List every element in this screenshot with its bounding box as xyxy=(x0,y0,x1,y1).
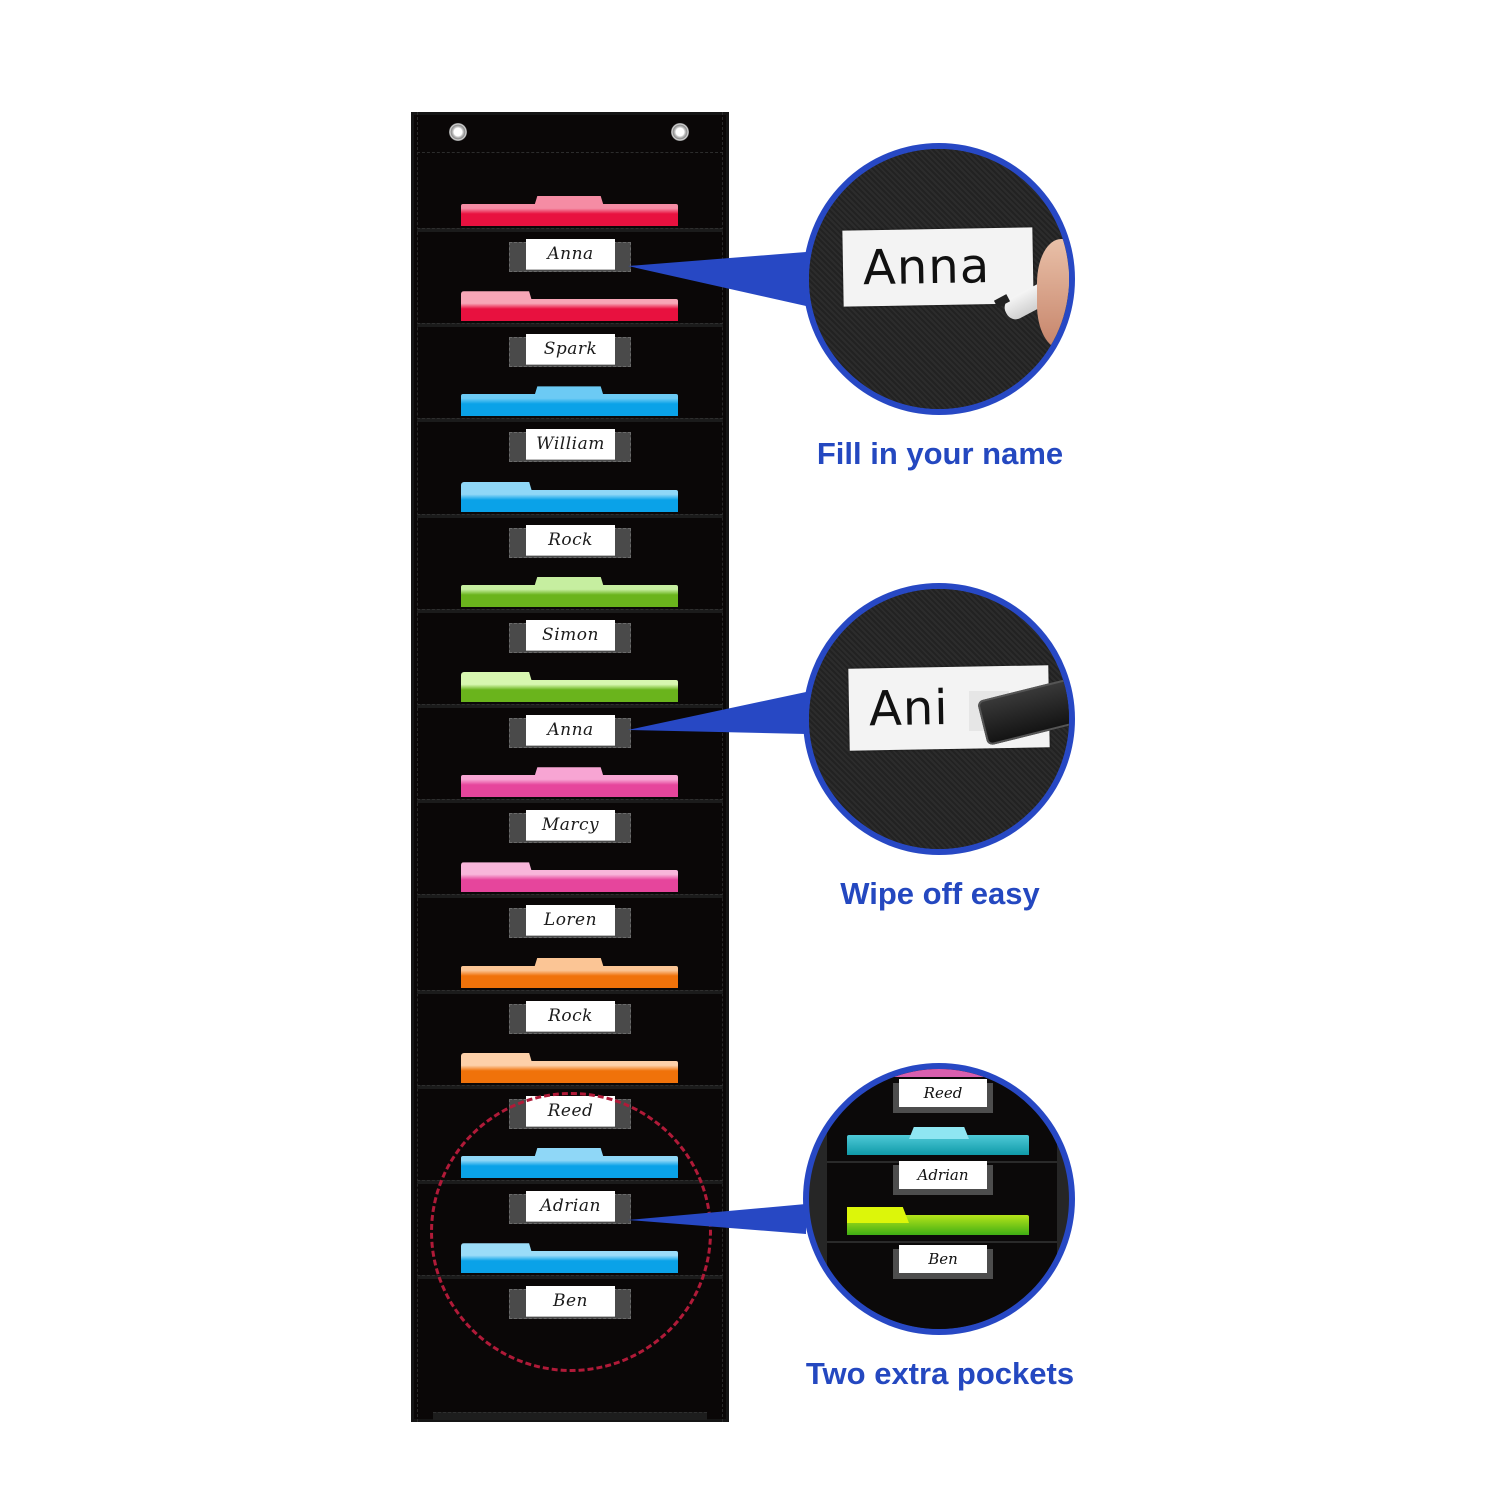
mini-folder-green xyxy=(847,1207,1029,1235)
file-folder xyxy=(461,386,678,417)
label-holder: Rock xyxy=(509,1000,631,1034)
file-folder xyxy=(461,1052,678,1083)
file-folder xyxy=(461,576,678,607)
name-label: Ben xyxy=(526,1286,615,1317)
pocket-seam xyxy=(417,323,723,328)
mini-folder-top xyxy=(893,1069,993,1077)
label-holder: Adrian xyxy=(509,1191,631,1224)
pocket-seam xyxy=(417,1084,723,1089)
connector-extra xyxy=(628,1204,806,1234)
pocket-seam xyxy=(417,1275,723,1280)
hand-icon xyxy=(1037,239,1069,349)
pocket-seam xyxy=(417,704,723,708)
file-folder xyxy=(461,196,678,226)
connector-wipe xyxy=(628,692,806,734)
mini-pocket-seam xyxy=(827,1241,1057,1243)
header-seam xyxy=(417,152,723,153)
label-holder: Reed xyxy=(509,1095,631,1129)
mini-folder-teal xyxy=(847,1127,1029,1155)
callout-wipe-off: Ani xyxy=(803,583,1075,855)
caption-wipe-off: Wipe off easy xyxy=(840,876,1040,911)
file-folder xyxy=(461,481,678,512)
name-label: Marcy xyxy=(526,810,615,841)
label-holder: Loren xyxy=(509,905,631,939)
pocket-seam xyxy=(417,228,723,232)
label-holder: William xyxy=(509,429,631,463)
mini-pocket-chart: Reed Adrian Ben xyxy=(827,1069,1057,1329)
connector-fill xyxy=(628,252,806,306)
callout-extra-pockets: Reed Adrian Ben xyxy=(803,1063,1075,1335)
pocket-seam xyxy=(417,894,723,899)
mini-label-holder: Ben xyxy=(893,1245,993,1279)
handwritten-name: Anna xyxy=(862,238,991,297)
file-folder xyxy=(461,1243,678,1274)
grommet-left-icon xyxy=(449,123,467,141)
mini-label-holder: Adrian xyxy=(893,1161,993,1195)
file-folder xyxy=(461,957,678,988)
label-holder: Ben xyxy=(509,1286,631,1320)
label-holder: Marcy xyxy=(509,810,631,844)
caption-fill-name: Fill in your name xyxy=(816,436,1064,471)
pocket-seam xyxy=(417,989,723,994)
label-holder: Anna xyxy=(509,715,631,748)
name-label: Spark xyxy=(526,334,615,365)
bottom-strip xyxy=(433,1412,707,1420)
pocket-seam xyxy=(417,418,723,423)
mini-label-holder: Reed xyxy=(893,1079,993,1113)
name-label: William xyxy=(526,429,615,460)
caption-extra-pockets: Two extra pockets xyxy=(805,1356,1075,1391)
mini-label-card: Adrian xyxy=(899,1161,987,1189)
file-folder xyxy=(461,1148,678,1178)
name-label: Rock xyxy=(526,524,615,555)
file-folder xyxy=(461,767,678,798)
label-holder: Simon xyxy=(509,619,631,653)
pocket-seam xyxy=(417,1180,723,1184)
callout-fill-name: Anna xyxy=(803,143,1075,415)
name-label: Simon xyxy=(526,619,615,650)
pocket-seam xyxy=(417,799,723,804)
pocket-seam xyxy=(417,608,723,613)
label-holder: Spark xyxy=(509,334,631,368)
file-folder xyxy=(461,862,678,893)
name-label: Reed xyxy=(526,1095,615,1126)
mini-label-card: Ben xyxy=(899,1245,987,1273)
file-folder xyxy=(461,672,678,702)
mini-label-card: Reed xyxy=(899,1079,987,1107)
name-label: Anna xyxy=(526,239,615,269)
label-holder: Anna xyxy=(509,239,631,272)
chart-left-seam xyxy=(411,112,418,1422)
name-label: Rock xyxy=(526,1000,615,1031)
name-label: Loren xyxy=(526,905,615,936)
grommet-right-icon xyxy=(671,123,689,141)
file-folder xyxy=(461,291,678,322)
partially-erased-name: Ani xyxy=(868,680,950,738)
name-label: Adrian xyxy=(526,1191,615,1221)
pocket-seam xyxy=(417,513,723,518)
chart-right-seam xyxy=(722,112,729,1422)
name-label: Anna xyxy=(526,715,615,745)
label-holder: Rock xyxy=(509,524,631,558)
